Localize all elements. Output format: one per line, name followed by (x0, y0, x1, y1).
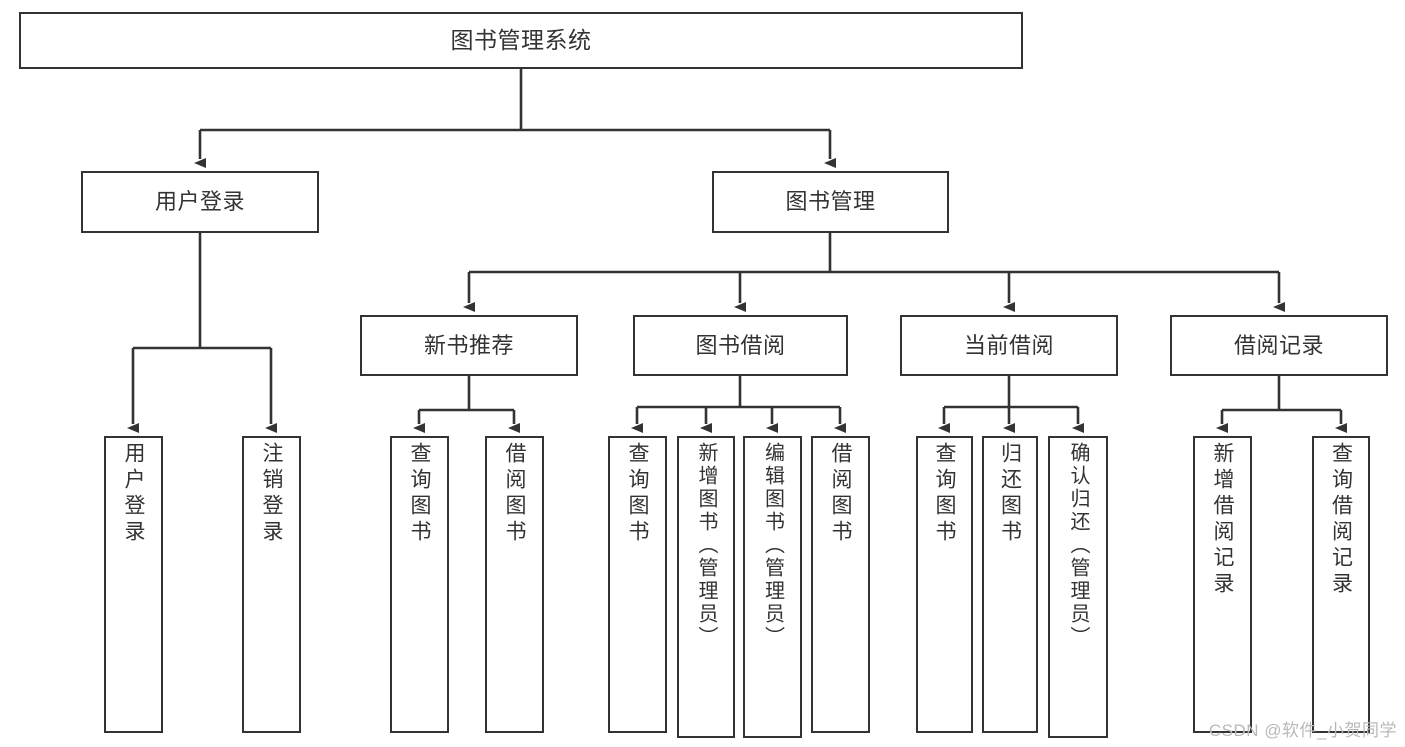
leaf-query-borrow-record[interactable]: 查询借阅记录 (1312, 436, 1370, 733)
leaf-logout[interactable]: 注销登录 (242, 436, 301, 733)
leaf-edit-book-admin[interactable]: 编辑图书（管理员） (743, 436, 802, 738)
node-label: 查询图书 (626, 442, 649, 546)
node-label: 注销登录 (260, 442, 283, 546)
node-label: 确认归还（管理员） (1067, 442, 1089, 649)
node-label: 借阅图书 (503, 442, 526, 546)
leaf-confirm-return-admin[interactable]: 确认归还（管理员） (1048, 436, 1108, 738)
leaf-query-book-recommend[interactable]: 查询图书 (390, 436, 449, 733)
node-new-book-recommend[interactable]: 新书推荐 (360, 315, 578, 376)
node-label: 查询图书 (933, 442, 956, 546)
node-label: 图书借阅 (695, 332, 786, 358)
node-user-login[interactable]: 用户登录 (81, 171, 319, 233)
leaf-query-book-current[interactable]: 查询图书 (916, 436, 973, 733)
node-label: 当前借阅 (963, 332, 1054, 358)
leaf-borrow-book[interactable]: 借阅图书 (811, 436, 870, 733)
node-book-borrow[interactable]: 图书借阅 (633, 315, 848, 376)
leaf-user-login[interactable]: 用户登录 (104, 436, 163, 733)
node-label: 图书管理 (785, 189, 876, 215)
node-label: 编辑图书（管理员） (761, 442, 784, 649)
node-label: 查询借阅记录 (1329, 442, 1353, 598)
node-label: 借阅记录 (1233, 332, 1324, 358)
node-label: 图书管理系统 (450, 27, 592, 54)
csdn-watermark: CSDN @软件_小贺同学 (1208, 721, 1397, 740)
node-label: 用户登录 (154, 189, 245, 215)
node-label: 新增借阅记录 (1211, 442, 1234, 598)
leaf-borrow-book-recommend[interactable]: 借阅图书 (485, 436, 544, 733)
leaf-return-book[interactable]: 归还图书 (982, 436, 1038, 733)
node-label: 查询图书 (408, 442, 431, 546)
node-borrow-history[interactable]: 借阅记录 (1170, 315, 1388, 376)
leaf-query-book-borrow[interactable]: 查询图书 (608, 436, 667, 733)
node-label: 用户登录 (122, 442, 145, 546)
node-book-management[interactable]: 图书管理 (712, 171, 949, 233)
node-current-borrow[interactable]: 当前借阅 (900, 315, 1118, 376)
leaf-add-book-admin[interactable]: 新增图书（管理员） (677, 436, 735, 738)
node-root-system[interactable]: 图书管理系统 (19, 12, 1023, 69)
node-label: 新书推荐 (423, 332, 514, 358)
leaf-add-borrow-record[interactable]: 新增借阅记录 (1193, 436, 1252, 733)
node-label: 新增图书（管理员） (695, 442, 717, 649)
node-label: 归还图书 (998, 442, 1022, 546)
node-label: 借阅图书 (829, 442, 852, 546)
